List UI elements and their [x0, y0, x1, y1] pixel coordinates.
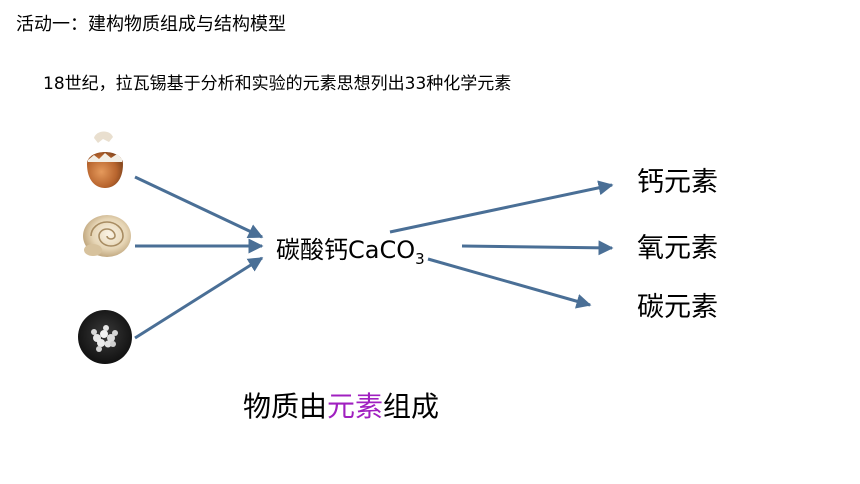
arrow-compound-to-carbon	[427, 257, 592, 309]
slide-title: 活动一：建构物质组成与结构模型	[16, 14, 286, 35]
intro-text: 18世纪，拉瓦锡基于分析和实验的元素思想列出33种化学元素	[43, 74, 512, 94]
eggshell-icon	[87, 131, 123, 188]
compound-formula: CaCO	[348, 236, 416, 264]
conclusion-text: 物质由元素组成	[243, 385, 439, 425]
compound-name: 碳酸钙	[276, 236, 348, 264]
seashell-icon	[83, 215, 131, 257]
element-oxygen: 氧元素	[637, 233, 718, 264]
arrow-compound-to-calcium	[389, 180, 614, 234]
arrow-limestone-to-compound	[134, 256, 264, 340]
conclusion-highlight: 元素	[327, 390, 384, 423]
element-calcium: 钙元素	[637, 167, 718, 198]
arrow-eggshell-to-compound	[134, 175, 264, 239]
compound-label: 碳酸钙CaCO3	[276, 230, 425, 268]
conclusion-pre: 物质由	[243, 390, 328, 423]
arrow-compound-to-oxygen	[461, 240, 614, 256]
compound-formula-subscript: 3	[415, 250, 425, 268]
limestone-bowl-icon	[78, 310, 132, 364]
element-carbon: 碳元素	[637, 292, 718, 323]
conclusion-post: 组成	[383, 390, 440, 423]
